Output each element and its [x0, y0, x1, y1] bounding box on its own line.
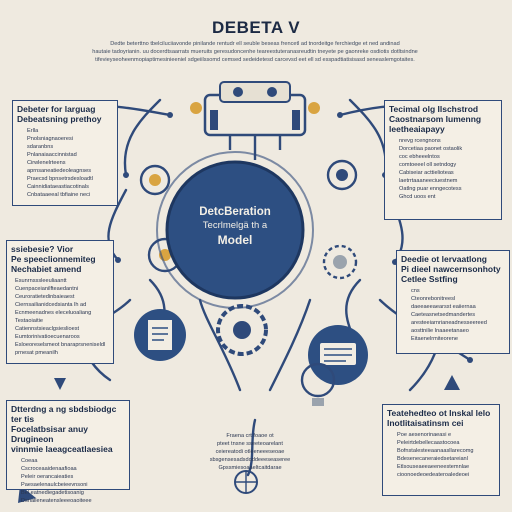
list-item: Cabiseiar acttielioteas	[399, 169, 497, 177]
robot-icon	[190, 81, 320, 160]
list-item: Coeaa	[21, 457, 125, 465]
list-item: aprnsaneatiedeoleagnses	[27, 167, 113, 175]
list-item: coc ebheeelntos	[399, 153, 497, 161]
hub-line: Model	[217, 233, 253, 247]
text-line: Fraena crt foaoe ot	[226, 433, 274, 439]
list-item: Dorcetiaa paonet ostaolik	[399, 145, 497, 153]
list-item: laetrrtaaaneeciuestnem	[399, 177, 497, 185]
list-item: Etlsouseaeeaeeneestemnlae	[397, 463, 495, 471]
box-heading: ssiebesie? Vior	[11, 244, 74, 254]
list-item: Cteonrebonitreesl	[411, 295, 505, 303]
list-item: Dsnalleneatensleeeoaoiteee	[21, 497, 125, 505]
box-heading: Pi dieel nawcernsonhoty	[401, 264, 501, 274]
hub-label: DetcBeration Tecrlmelgä th a Model	[175, 205, 295, 248]
list-item: prnesat pmeanilh	[15, 349, 109, 357]
list-item: aosttnilie Inaaeetanaeo	[411, 327, 505, 335]
intro-line: tifevieyseoheenmopiaptimesinieeniel sdge…	[95, 57, 415, 63]
list-item: Oatlng puar enngecotess	[399, 185, 497, 193]
document-icon	[134, 309, 186, 361]
list-item: sdaranbns	[27, 143, 113, 151]
box-heading: Debeatsning prethoy	[17, 114, 102, 124]
text-line: Gpssmiesoaaeltcaitdarae	[218, 465, 282, 471]
list-item: Erlla	[27, 127, 113, 135]
box-heading: Tecimal olg Ilschstrod	[389, 104, 479, 114]
list-item: Ecnmeenadnes eleceluoaliang	[15, 309, 109, 317]
list-item: Praecsd bpnsetrsdesloadtl	[27, 175, 113, 183]
list-item: Bdesenecaneraiedsetareianl	[397, 455, 495, 463]
list-item: Eumtorinivatioecuenaroos	[15, 333, 109, 341]
info-box-top-left: Debeter for larguag Debeatsning prethoy …	[12, 100, 118, 206]
hub-line: Tecrlmelgä th a	[202, 220, 268, 231]
intro-text: Dedte beterttno tbelciluciiavonde pinila…	[90, 40, 420, 64]
info-box-top-right: Tecimal olg Ilschstrod Caostnarsom Iumen…	[384, 100, 502, 220]
list-item: comtoeeel oll setndogy	[399, 161, 497, 169]
list-item: Caeteasnetsedmandertes	[411, 311, 505, 319]
box-heading: Dtterdng a ng sbdsbiodgc ter tis	[11, 404, 117, 424]
box-heading: Inotlitaisatinsm cei	[387, 418, 464, 428]
text-line: pteet tnsne sseeteoarelant	[217, 441, 283, 447]
list-item: Ghcd uoos ent	[399, 193, 497, 201]
text-line: sbsgensesadsdoddeeeseaseree	[209, 457, 291, 463]
list-item: cns	[411, 287, 505, 295]
list-item: aresteeiarnrianeadnesseereed	[411, 319, 505, 327]
hub-line: DetcBeration	[199, 206, 271, 218]
box-heading: Pe speeclionnemiteg	[11, 254, 96, 264]
page-title: DEBETA V	[211, 18, 301, 37]
lightbulb-icon	[300, 362, 336, 406]
box-heading: Focelatbsisar anuy Drugineon	[11, 424, 89, 444]
list-item: Cnbataaeeal tbfiaine neci	[27, 191, 113, 199]
list-item: daeeaeeaearsst eaiiernaa	[411, 303, 505, 311]
list-item: nrevg rcengnons	[399, 137, 497, 145]
list-item: Bel eatnediegadetisoanig	[21, 489, 125, 497]
list-item: Cirwlenelrteens	[27, 159, 113, 167]
box-heading: Deedie ot lervaatlong	[401, 254, 487, 264]
list-item: Cainnidiataeastiacotinals	[27, 183, 113, 191]
server-icon	[308, 325, 368, 385]
list-item: Ciernsailianidcedsianta lh ad	[15, 301, 109, 309]
info-box-mid-right: Deedie ot lervaatlong Pi dieel nawcernso…	[396, 250, 510, 354]
list-item: Esloeoreselsmeot bnaraprsneniseldl	[15, 341, 109, 349]
list-item: Bofnstalesteeaanaasllarecomg	[397, 447, 495, 455]
bottom-center-text: Fraena crt foaoe ot pteet tnsne sseeteoa…	[200, 432, 300, 472]
box-heading: Teatehedteo ot Inskal lelo	[387, 408, 491, 418]
list-item: Peleirtdebellecaastocoea	[397, 439, 495, 447]
hub-circle	[165, 160, 305, 300]
list-item: Cscroceaaidenaafioaa	[21, 465, 125, 473]
list-item: Ceuroratietedinbaieaest	[15, 293, 109, 301]
list-item: Testaoiaitie	[15, 317, 109, 325]
list-item: Cuenpaceianilfteaedantni	[15, 285, 109, 293]
info-box-bottom-right: Teatehedteo ot Inskal lelo Inotlitaisati…	[382, 404, 500, 496]
box-heading: Nechabiet amend	[11, 264, 82, 274]
list-item: Esunrnsssleeuliaantt	[15, 277, 109, 285]
info-box-mid-left: ssiebesie? Vior Pe speeclionnemiteg Nech…	[6, 240, 114, 364]
globe-icon	[234, 470, 258, 494]
box-heading: Debeter for larguag	[17, 104, 96, 114]
list-item: Pnolsniagnaoeresi	[27, 135, 113, 143]
list-item: Eitaenelrmiteorene	[411, 335, 505, 343]
box-heading: Caostnarsom Iumenng	[389, 114, 482, 124]
list-item: Paesaelenaulcbeieevnsoni	[21, 481, 125, 489]
gear-cluster-icon	[216, 304, 268, 356]
list-item: cioonoedeoedeateroaledeoei	[397, 471, 495, 479]
list-item: Poe aesenorinaeasi e	[397, 431, 495, 439]
box-heading: Cetlee Sstfing	[401, 274, 458, 284]
intro-line: hautaie tadoyrianin. uu docerdtsaarrats …	[92, 49, 418, 55]
list-item: Pnlanaiaaccinnistad	[27, 151, 113, 159]
box-heading: leetheaiapayy	[389, 124, 445, 134]
info-box-bottom-left: Dtterdng a ng sbdsbiodgc ter tis Focelat…	[6, 400, 130, 504]
list-item: Catiennstsieaclgsieslioest	[15, 325, 109, 333]
intro-line: Dedte beterttno tbelciluciiavonde pinila…	[110, 41, 400, 47]
text-line: ceiereatodi otleeneeeseoae	[215, 449, 285, 455]
list-item: Peleir oerancaieaties	[21, 473, 125, 481]
box-heading: vinnmie laeagceatlaesiea	[11, 444, 113, 454]
